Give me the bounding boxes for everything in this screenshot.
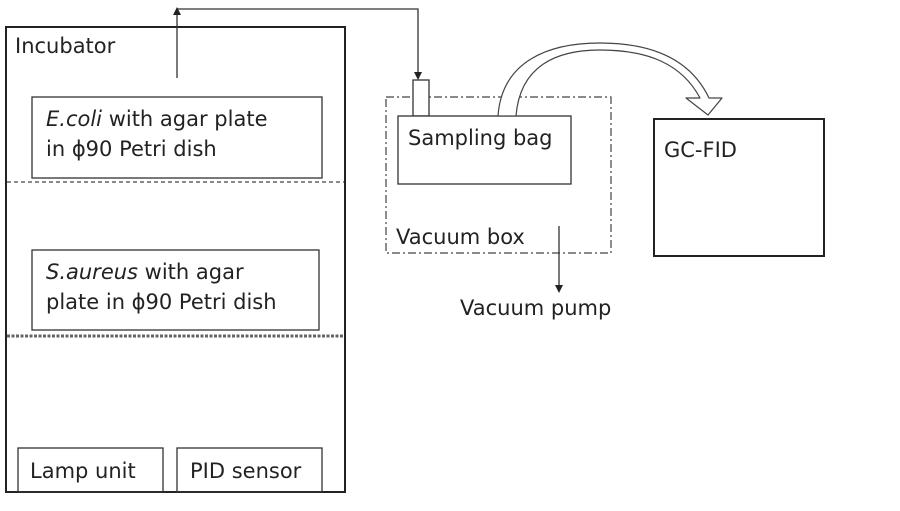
saureus-label-line2: plate in ϕ90 Petri dish [46,290,277,314]
sampling-bag-port [412,79,430,117]
vacuum-box-label: Vacuum box [396,225,525,249]
saureus-label-line1: S.aureus with agar [46,260,244,284]
transfer-curved-arrow-icon [497,42,723,117]
ecoli-line1-rest: with agar plate [102,107,267,131]
saureus-line1-rest: with agar [138,260,244,284]
ecoli-plate-box [31,96,323,179]
lamp-unit-box [17,447,164,493]
saureus-plate-box [31,249,320,331]
sampling-bag-label: Sampling bag [408,126,553,150]
vacuum-box [385,96,612,254]
incubator-box [5,26,346,493]
ecoli-species: E.coli [46,107,102,131]
ecoli-label-line2: in ϕ90 Petri dish [46,137,217,161]
pid-sensor-label: PID sensor [190,459,302,483]
saureus-species: S.aureus [46,260,138,284]
vacuum-pump-arrow-icon [555,285,563,293]
arrow-head-up-icon [173,7,181,15]
pid-sensor-box [176,447,323,493]
gc-fid-label: GC-FID [664,138,737,162]
vacuum-pump-label: Vacuum pump [460,296,611,320]
sampling-bag-box [397,115,572,185]
sampling-line [176,8,419,78]
ecoli-label-line1: E.coli with agar plate [46,107,267,131]
incubator-label: Incubator [15,34,116,58]
gc-fid-box [653,118,825,257]
arrow-head-down-icon [414,72,422,80]
lamp-unit-label: Lamp unit [30,459,136,483]
